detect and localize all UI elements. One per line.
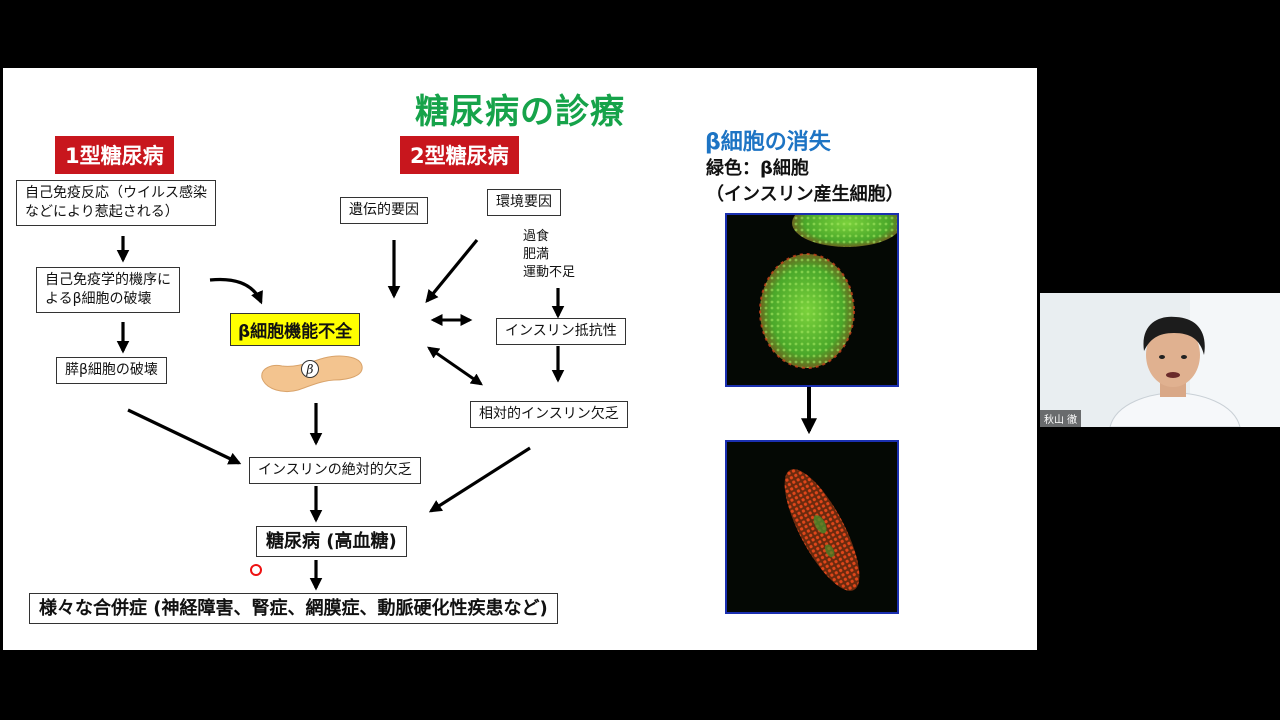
slide-title: 糖尿病の診療 (415, 92, 625, 132)
flow-arrows (116, 236, 817, 591)
beta-dysfunction-box: β細胞機能不全 (230, 313, 361, 346)
type2-label: 2型糖尿病 (400, 136, 519, 174)
diabetes-box: 糖尿病 (高血糖) (256, 526, 407, 557)
arrow-relative-to-diabetes (428, 446, 531, 513)
env-item-inactivity: 運動不足 (523, 265, 576, 280)
autoimmune-mechanism-box: 自己免疫学的機序に よるβ細胞の破壊 (36, 267, 180, 313)
green-legend-note: （インスリン産生細胞） (706, 184, 904, 205)
mechanism-line1: 自己免疫学的機序に (45, 272, 171, 288)
arrow-destroy-to-absolute (127, 408, 242, 465)
micrograph-normal-image (759, 215, 897, 369)
webcam-tile[interactable]: 秋山 徹 (1040, 293, 1280, 427)
insulin-resistance-box: インスリン抵抗性 (496, 318, 626, 345)
arrow-to-beta (209, 277, 263, 305)
genetic-box: 遺伝的要因 (340, 197, 428, 224)
mechanism-line2: よるβ細胞の破壊 (45, 291, 152, 307)
pointer-dot (250, 564, 262, 576)
slide: 糖尿病の診療 1型糖尿病 2型糖尿病 自己免疫反応（ウイルス感染 などにより惹起… (3, 68, 1037, 650)
absolute-deficiency-box: インスリンの絶対的欠乏 (249, 457, 421, 484)
pancreas-beta-symbol: β (306, 363, 314, 377)
arrow-bidir-relative (427, 346, 483, 386)
micrograph-loss-image (784, 469, 860, 591)
presenter-video (1040, 293, 1280, 427)
green-legend: 緑色：β細胞 (706, 158, 809, 179)
arrow-env-down (425, 238, 479, 303)
autoimmune-box: 自己免疫反応（ウイルス感染 などにより惹起される） (16, 180, 216, 226)
autoimmune-line2: などにより惹起される） (25, 204, 179, 220)
environment-box: 環境要因 (487, 189, 561, 216)
complications-box: 様々な合併症 (神経障害、腎症、網膜症、動脈硬化性疾患など) (29, 593, 558, 624)
autoimmune-line1: 自己免疫反応（ウイルス感染 (25, 185, 207, 201)
beta-loss-heading: β細胞の消失 (705, 130, 831, 155)
type1-label: 1型糖尿病 (55, 136, 174, 174)
presenter-name: 秋山 徹 (1040, 410, 1082, 427)
relative-deficiency-box: 相対的インスリン欠乏 (470, 401, 628, 428)
micrograph-normal (725, 213, 899, 387)
env-item-obesity: 肥満 (523, 247, 550, 262)
environment-items: 過食 肥満 運動不足 (523, 228, 575, 282)
pancreas-destroy-box: 膵β細胞の破壊 (56, 357, 167, 384)
env-item-overeating: 過食 (523, 229, 550, 244)
micrograph-loss (725, 440, 899, 614)
pancreas-illustration: β (261, 355, 363, 392)
